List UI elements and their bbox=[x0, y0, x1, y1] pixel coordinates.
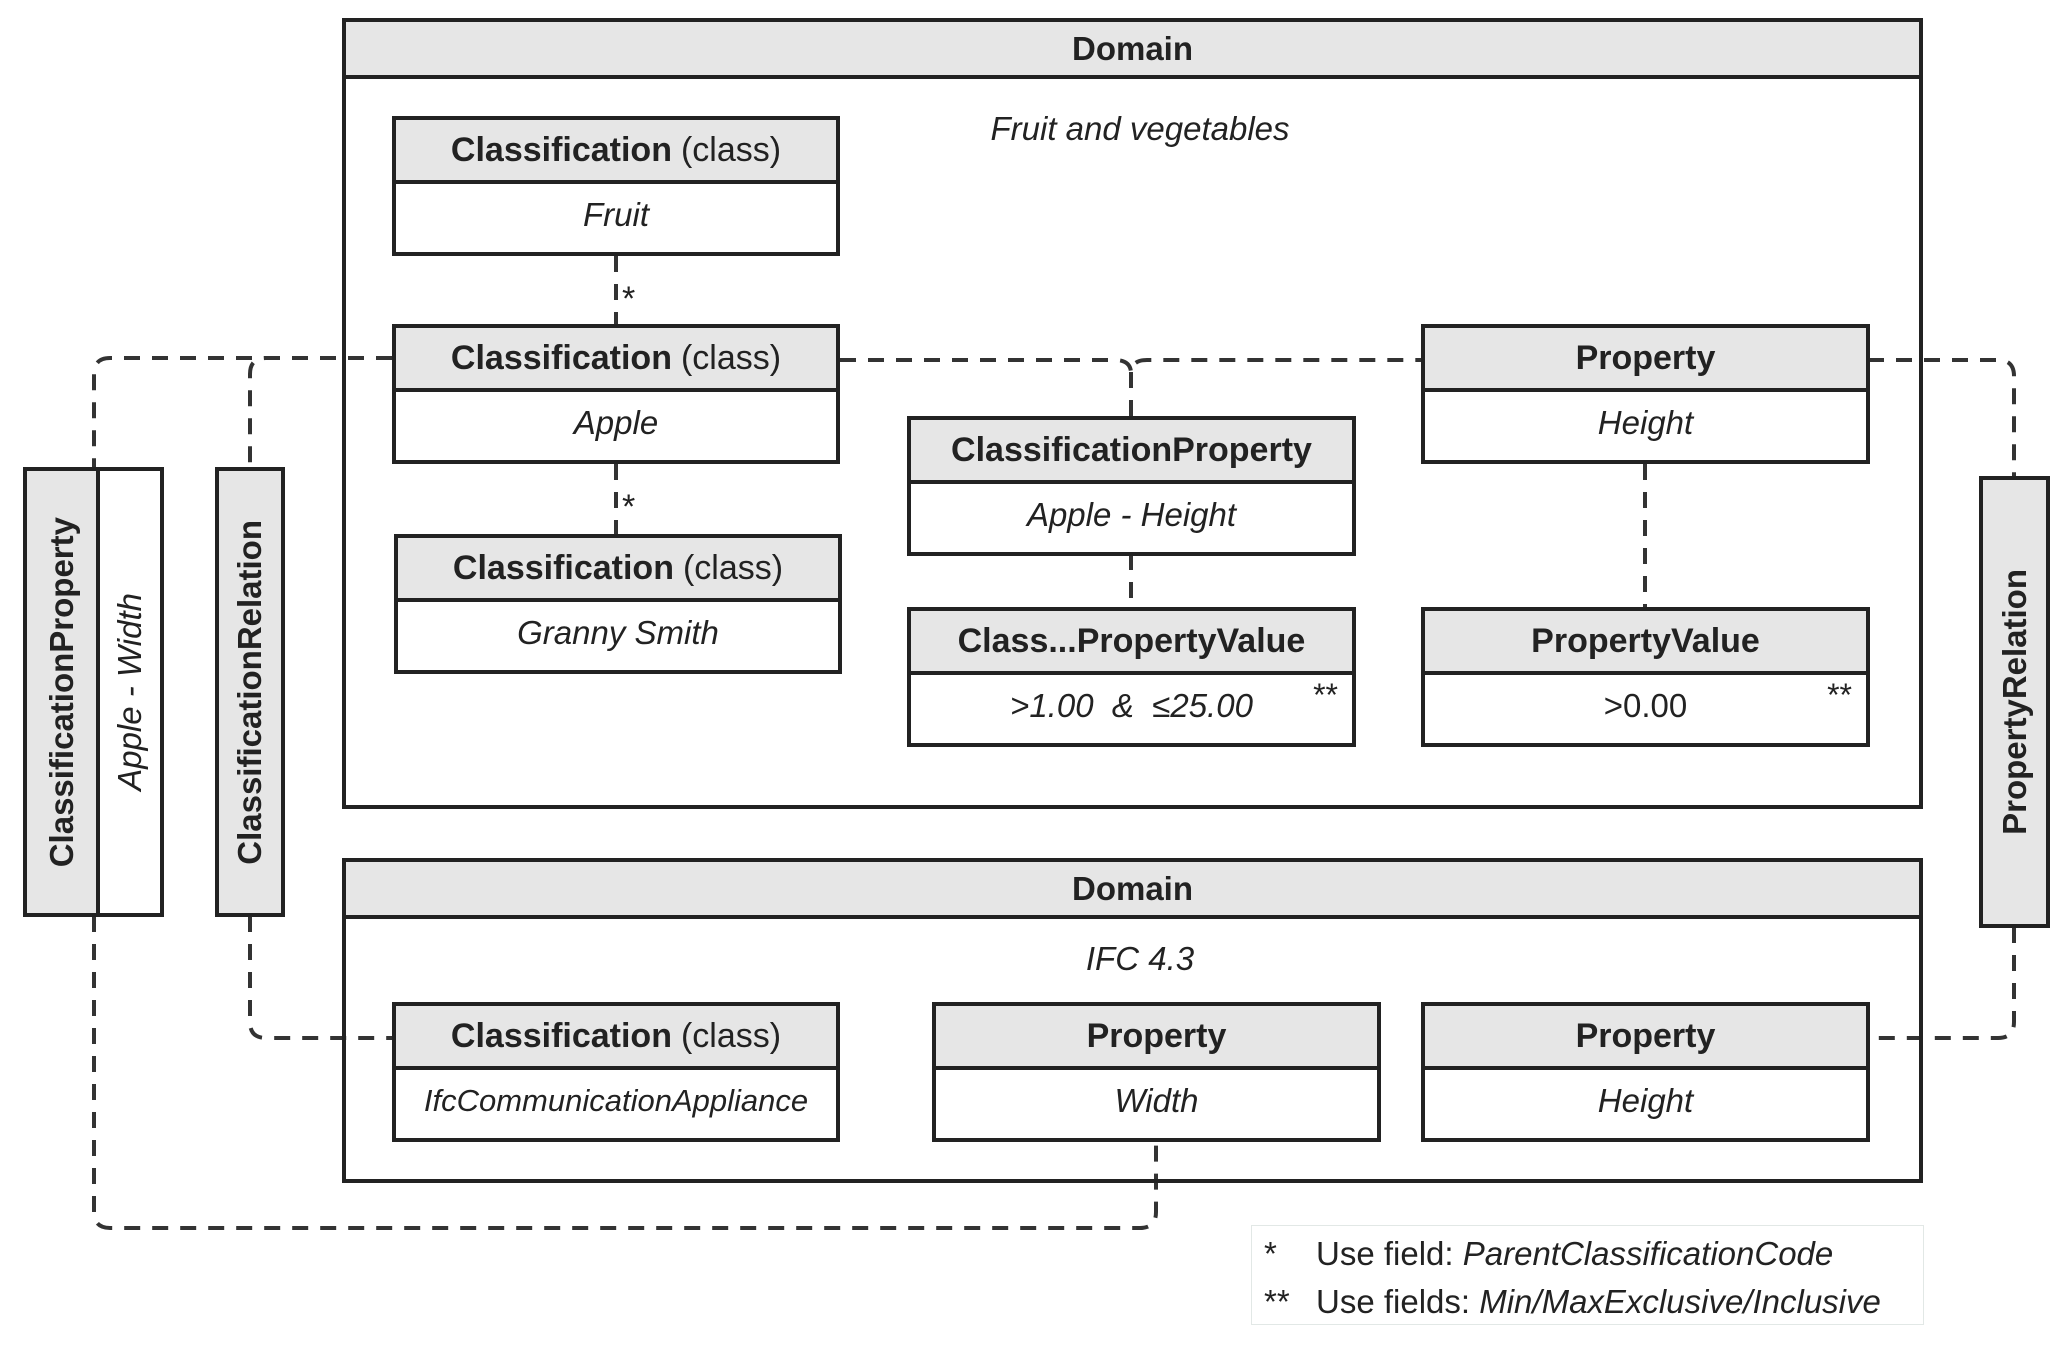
box-header: Property bbox=[1425, 1006, 1866, 1070]
classification-box-ifc[interactable]: Classification(class) IfcCommunicationAp… bbox=[392, 1002, 840, 1142]
box-value: Fruit bbox=[583, 196, 649, 233]
property-box-ifc-height[interactable]: Property Height bbox=[1421, 1002, 1870, 1142]
parent-marker: * bbox=[622, 280, 636, 318]
classification-box-apple[interactable]: Classification(class) Apple bbox=[392, 324, 840, 464]
domain-subtitle-ifc: IFC 4.3 bbox=[1085, 940, 1195, 977]
domain-title: Domain bbox=[346, 22, 1919, 79]
box-header: Classification(class) bbox=[398, 538, 838, 602]
legend-row: ** Use fields: Min/MaxExclusive/Inclusiv… bbox=[1264, 1278, 1911, 1326]
range-marker: ** bbox=[1827, 677, 1852, 713]
value-range: >0.00 bbox=[1603, 687, 1688, 724]
legend: * Use field: ParentClassificationCode **… bbox=[1251, 1225, 1924, 1325]
domain-title: Domain bbox=[346, 862, 1919, 919]
box-value: Apple - Width bbox=[96, 471, 160, 913]
box-value: >0.00 ** bbox=[1425, 675, 1866, 737]
box-header: ClassificationProperty bbox=[27, 471, 96, 913]
classification-property-box[interactable]: ClassificationProperty Apple - Height bbox=[907, 416, 1356, 556]
box-header: Class...PropertyValue bbox=[911, 611, 1352, 675]
legend-row: * Use field: ParentClassificationCode bbox=[1264, 1230, 1911, 1278]
classification-property-value-box[interactable]: Class...PropertyValue >1.00 & ≤25.00 ** bbox=[907, 607, 1356, 747]
legend-field: ParentClassificationCode bbox=[1462, 1235, 1834, 1272]
box-header: PropertyRelation bbox=[1983, 480, 2046, 924]
box-value: Apple bbox=[573, 404, 659, 441]
classification-box-granny-smith[interactable]: Classification(class) Granny Smith bbox=[394, 534, 842, 674]
side-classification-relation-box[interactable]: ClassificationRelation bbox=[215, 467, 285, 917]
box-value: IfcCommunicationAppliance bbox=[423, 1083, 809, 1118]
legend-text: Use field: bbox=[1316, 1235, 1463, 1272]
box-value: Height bbox=[1597, 1082, 1694, 1119]
value-range: >1.00 & ≤25.00 bbox=[1010, 687, 1253, 724]
legend-marker: * bbox=[1264, 1235, 1277, 1272]
box-header: Classification(class) bbox=[396, 120, 836, 184]
domain-frame-fruit: Domain bbox=[342, 18, 1923, 809]
classification-box-fruit[interactable]: Classification(class) Fruit bbox=[392, 116, 840, 256]
box-value: Height bbox=[1597, 404, 1694, 441]
legend-marker: ** bbox=[1264, 1283, 1290, 1320]
property-value-box[interactable]: PropertyValue >0.00 ** bbox=[1421, 607, 1870, 747]
side-classification-property-box[interactable]: ClassificationProperty Apple - Width bbox=[23, 467, 164, 917]
domain-subtitle-fruit: Fruit and vegetables bbox=[990, 110, 1290, 147]
parent-marker: * bbox=[622, 488, 636, 526]
property-box-width[interactable]: Property Width bbox=[932, 1002, 1381, 1142]
domain-frame-ifc: Domain bbox=[342, 858, 1923, 1183]
legend-text: Use fields: bbox=[1316, 1283, 1480, 1320]
range-marker: ** bbox=[1313, 677, 1338, 713]
property-box-height[interactable]: Property Height bbox=[1421, 324, 1870, 464]
legend-field: Min/MaxExclusive/Inclusive bbox=[1479, 1283, 1881, 1320]
box-header: Property bbox=[1425, 328, 1866, 392]
box-header: ClassificationRelation bbox=[219, 471, 281, 913]
box-value: >1.00 & ≤25.00 ** bbox=[911, 675, 1352, 737]
box-header: Classification(class) bbox=[396, 328, 836, 392]
box-value: Granny Smith bbox=[517, 614, 719, 651]
box-header: Property bbox=[936, 1006, 1377, 1070]
box-value: Apple - Height bbox=[1026, 496, 1237, 533]
box-header: Classification(class) bbox=[396, 1006, 836, 1070]
side-property-relation-box[interactable]: PropertyRelation bbox=[1979, 476, 2050, 928]
box-header: PropertyValue bbox=[1425, 611, 1866, 675]
box-value: Width bbox=[1114, 1082, 1199, 1119]
box-header: ClassificationProperty bbox=[911, 420, 1352, 484]
